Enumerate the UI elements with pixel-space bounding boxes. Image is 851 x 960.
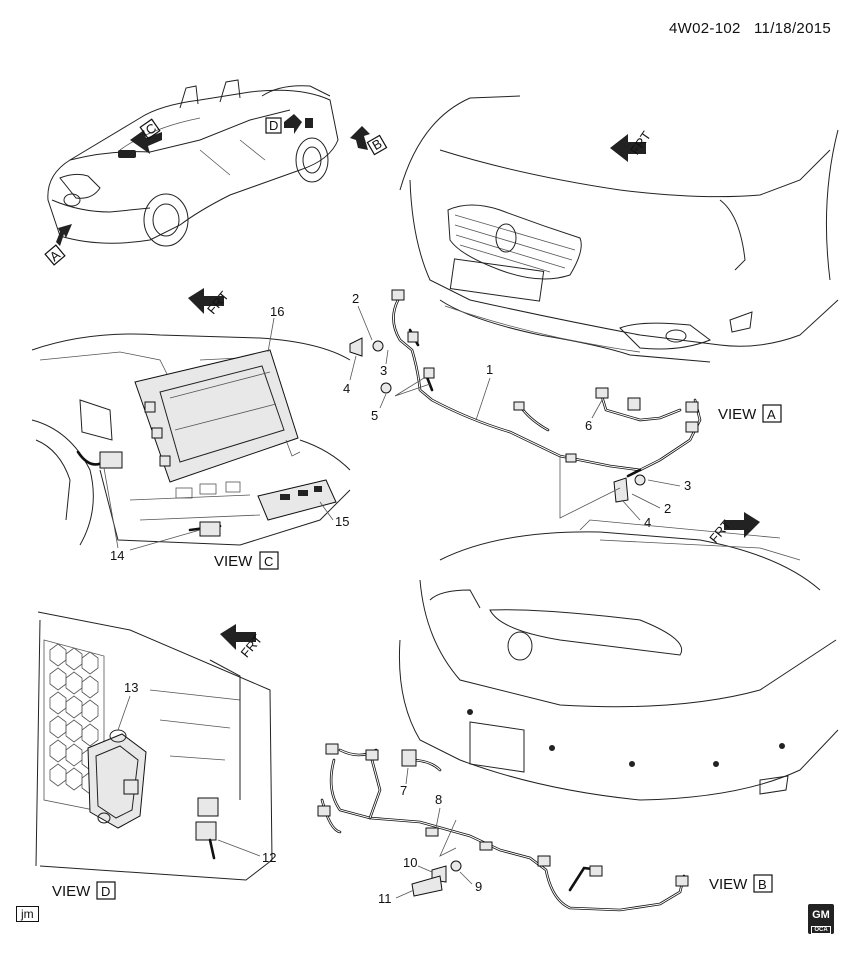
view-b-label: VIEW B: [709, 874, 773, 893]
svg-text:A: A: [767, 407, 776, 422]
callout-view-a: 3: [684, 478, 691, 493]
callout-view-c: 15: [335, 514, 349, 529]
svg-text:A: A: [47, 247, 64, 264]
view-b-illustration: FRT: [317, 512, 839, 912]
callout-view-a: 3: [380, 363, 387, 378]
gm-logo-bottom: OCA: [811, 926, 831, 934]
callout-view-a: 6: [585, 418, 592, 433]
front-arrow-view-c: FRT: [188, 288, 232, 317]
callout-view-b: 10: [403, 855, 417, 870]
callout-view-b: 8: [435, 792, 442, 807]
callout-view-c: 16: [270, 304, 284, 319]
callout-view-d: 13: [124, 680, 138, 695]
view-d-callouts: 13 12: [117, 680, 276, 865]
view-c-callouts: 16 15 14: [103, 304, 349, 563]
svg-text:B: B: [758, 877, 767, 892]
view-c-label: VIEW C: [214, 551, 279, 570]
view-arrow-a: A: [44, 244, 66, 266]
front-arrow-view-d: FRT: [220, 624, 265, 660]
view-a-label: VIEW A: [718, 404, 782, 423]
callout-view-b: 11: [378, 891, 392, 906]
vehicle-overview: A C D B: [44, 79, 388, 266]
svg-text:VIEW: VIEW: [214, 553, 253, 570]
callout-view-a: 2: [352, 291, 359, 306]
svg-text:D: D: [269, 118, 278, 133]
svg-text:D: D: [101, 884, 110, 899]
document-header: 4W02-102 11/18/2015: [669, 20, 831, 37]
svg-text:FRT: FRT: [204, 288, 232, 317]
view-b-callouts: 7 8 9 10 11: [378, 767, 482, 906]
callout-view-a: 4: [343, 381, 350, 396]
gm-logo-top: GM: [812, 909, 830, 921]
view-c-illustration: FRT: [31, 288, 351, 546]
callout-view-a: 1: [486, 362, 493, 377]
drafter-initials: jm: [16, 906, 39, 922]
callout-view-b: 9: [475, 879, 482, 894]
svg-text:C: C: [264, 554, 273, 569]
document-date: 11/18/2015: [754, 20, 831, 37]
callout-view-c: 14: [110, 548, 124, 563]
gm-logo: GM OCA: [808, 904, 834, 934]
view-arrow-b: B: [366, 134, 388, 156]
svg-text:VIEW: VIEW: [52, 883, 91, 900]
callout-view-b: 7: [400, 783, 407, 798]
callout-view-d: 12: [262, 850, 276, 865]
view-arrow-d: D: [265, 117, 282, 134]
view-a-illustration: FRT: [349, 95, 839, 519]
front-arrow-view-b: FRT: [706, 512, 760, 546]
callout-view-a: 2: [664, 501, 671, 516]
svg-text:VIEW: VIEW: [718, 406, 757, 423]
callout-view-a: 4: [644, 515, 651, 530]
front-arrow-view-a: FRT: [610, 128, 654, 162]
view-d-label: VIEW D: [52, 881, 116, 900]
document-id: 4W02-102: [669, 20, 741, 37]
svg-text:VIEW: VIEW: [709, 876, 748, 893]
view-a-callouts: 2 3 4 5 1 6 3 2 4: [343, 291, 691, 530]
view-d-illustration: FRT: [35, 611, 273, 881]
callout-view-a: 5: [371, 408, 378, 423]
